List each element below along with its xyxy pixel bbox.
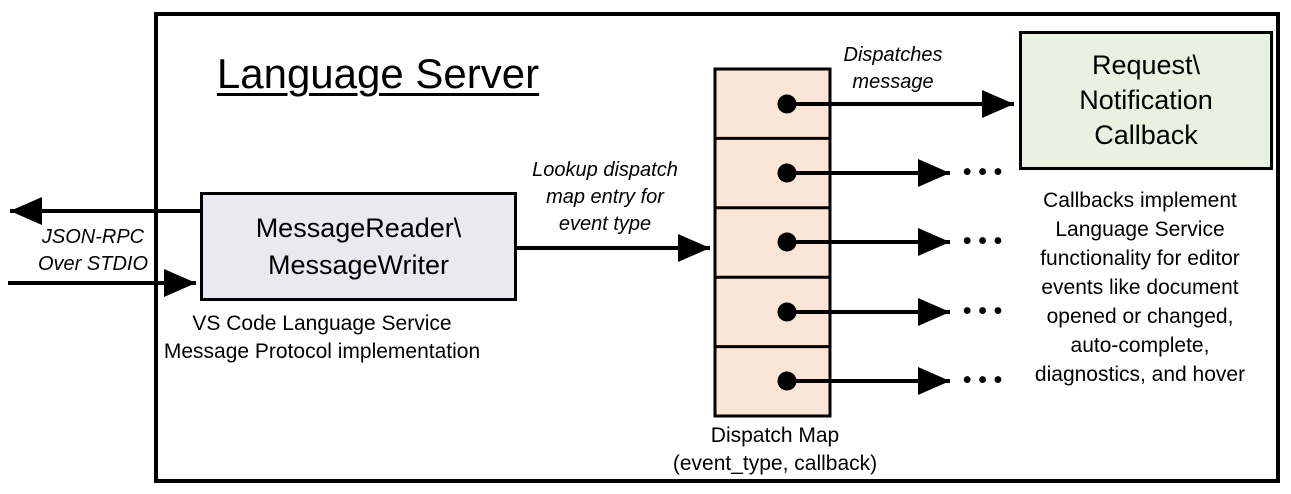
- message-box-caption: VS Code Language Service Message Protoco…: [164, 310, 480, 366]
- dispatch-map-caption-line1: Dispatch Map: [710, 424, 840, 447]
- dispatches-label: Dispatches message: [844, 42, 943, 96]
- callback-note-line: events like document: [1041, 276, 1239, 299]
- stdio-label-line2: Over STDIO: [37, 253, 149, 275]
- stdio-label-line1: JSON-RPC: [41, 226, 145, 248]
- dispatch-entry-dot: [777, 232, 797, 252]
- lookup-label-line2: map entry for: [546, 186, 664, 208]
- callback-note-line: Callbacks implement: [1043, 189, 1237, 212]
- callback-box-line3: Callback: [1094, 120, 1198, 150]
- callback-note-line: Language Service: [1055, 218, 1225, 241]
- dispatch-entry-dot: [777, 163, 797, 183]
- callback-note-line: opened or changed,: [1046, 305, 1234, 328]
- dispatches-label-line1: Dispatches: [843, 44, 943, 66]
- message-reader-writer-box: MessageReader\ MessageWriter: [200, 192, 517, 301]
- lookup-label: Lookup dispatch map entry for event type: [532, 157, 678, 238]
- ellipsis-2: •••: [963, 227, 1010, 255]
- language-server-boundary: [154, 12, 1280, 483]
- lookup-label-line1: Lookup dispatch: [532, 159, 678, 181]
- callback-note-line: diagnostics, and hover: [1034, 363, 1246, 386]
- dispatch-entry-dot: [777, 302, 797, 322]
- dispatch-entry-dot: [777, 94, 797, 114]
- message-box-caption-line1: VS Code Language Service: [192, 312, 452, 335]
- ellipsis-4: •••: [963, 366, 1010, 394]
- stdio-label: JSON-RPC Over STDIO: [38, 224, 148, 278]
- message-box-line1: MessageReader\: [255, 212, 462, 243]
- dispatch-entry-dot: [777, 371, 797, 391]
- dispatches-label-line2: message: [852, 71, 934, 93]
- callback-note: Callbacks implement Language Service fun…: [1035, 186, 1245, 389]
- lookup-label-line3: event type: [558, 213, 652, 235]
- message-box-line2: MessageWriter: [267, 249, 450, 280]
- message-box-caption-line2: Message Protocol implementation: [163, 340, 481, 363]
- callback-note-line: auto-complete,: [1070, 334, 1210, 357]
- ellipsis-3: •••: [963, 297, 1010, 325]
- request-notification-callback-box: Request\ Notification Callback: [1019, 31, 1273, 170]
- ellipsis-1: •••: [963, 158, 1010, 186]
- callback-box-line2: Notification: [1079, 85, 1213, 115]
- callback-box-line1: Request\: [1091, 50, 1201, 80]
- diagram-title: Language Server: [216, 50, 540, 97]
- callback-note-line: functionality for editor: [1040, 247, 1240, 270]
- dispatch-map-caption-line2: (event_type, callback): [672, 452, 878, 475]
- dispatch-map-caption: Dispatch Map (event_type, callback): [673, 422, 877, 478]
